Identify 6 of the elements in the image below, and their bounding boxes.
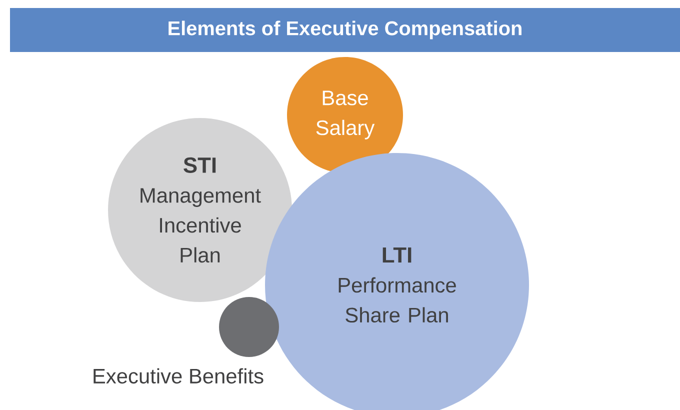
circle xyxy=(219,297,279,357)
node-label: Executive Benefits xyxy=(94,368,264,384)
circle-bubble: STI Management Incentive Plan xyxy=(108,118,292,302)
circle-bubble: Base Salary xyxy=(287,57,403,173)
circle-bubble: LTI Performance Share Plan xyxy=(265,153,529,410)
title-bar: Elements of Executive Compensation xyxy=(10,8,680,52)
